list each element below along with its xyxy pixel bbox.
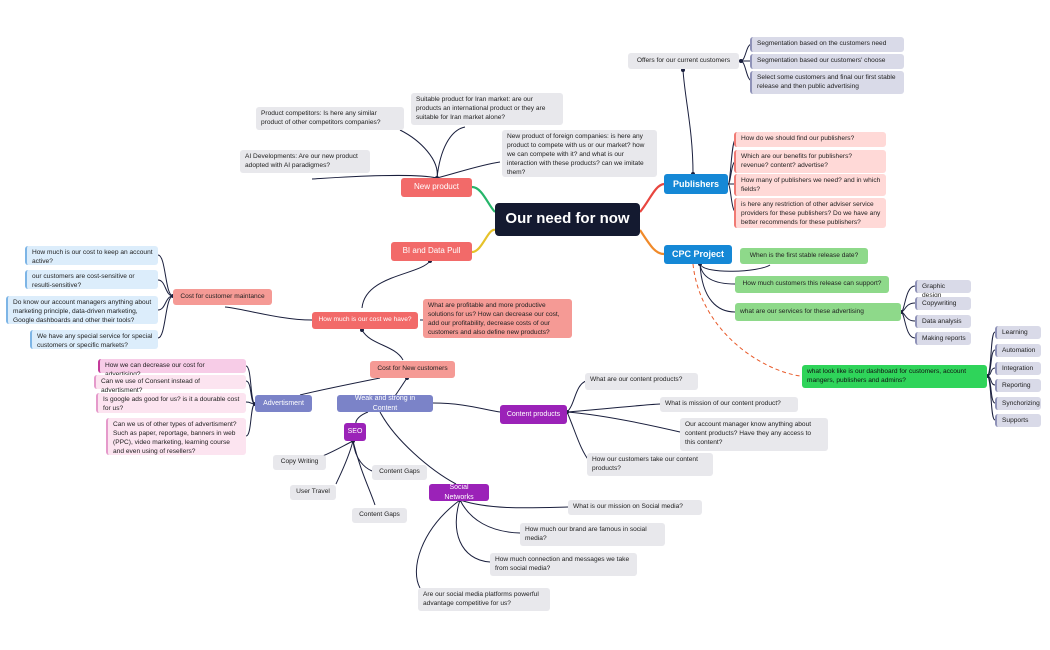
services-node[interactable]: what are our services for these advertis…: [735, 303, 901, 321]
advertisment-question[interactable]: Is google ads good for us? is it a doura…: [96, 393, 246, 413]
service-item[interactable]: Making reports: [915, 332, 971, 345]
content-question[interactable]: Our account manager know anything about …: [680, 418, 828, 451]
advertisment-node[interactable]: Advertisment: [255, 395, 312, 412]
dashboard-node[interactable]: what look like is our dashboard for cust…: [802, 365, 987, 388]
social-question[interactable]: What is our mission on Social media?: [568, 500, 702, 515]
publishers-node[interactable]: Publishers: [664, 174, 728, 194]
dashboard-item[interactable]: Reporting: [995, 379, 1041, 392]
central-topic[interactable]: Our need for now: [495, 203, 640, 236]
content-question[interactable]: What are our content products?: [585, 373, 698, 390]
offer-item[interactable]: Select some customers and final our firs…: [750, 71, 904, 94]
dashboard-item[interactable]: Supports: [995, 414, 1041, 427]
offer-item[interactable]: Segmentation based our customers' choose: [750, 54, 904, 69]
foreign-products-node[interactable]: New product of foreign companies: is her…: [502, 130, 657, 177]
seo-item[interactable]: Content Gaps: [372, 465, 427, 480]
maintance-question[interactable]: How much is our cost to keep an account …: [25, 246, 158, 265]
social-question[interactable]: Are our social media platforms powerful …: [418, 588, 550, 611]
seo-item[interactable]: User Travel: [290, 485, 336, 500]
cost-we-have-node[interactable]: How much is our cost we have?: [312, 312, 418, 329]
publishers-question[interactable]: Which are our benefits for publishers? r…: [734, 150, 886, 173]
seo-item[interactable]: Copy Writing: [273, 455, 326, 470]
service-item[interactable]: Copywriting: [915, 297, 971, 310]
new-customers-cost-node[interactable]: Cost for New customers: [370, 361, 455, 378]
dashboard-item[interactable]: Automation: [995, 344, 1041, 357]
advertisment-question[interactable]: Can we us of other types of advertisment…: [106, 418, 246, 455]
offer-item[interactable]: Segmentation based on the customers need: [750, 37, 904, 52]
social-networks-node[interactable]: Social Networks: [429, 484, 489, 501]
new-product-node[interactable]: New product: [401, 178, 472, 197]
social-question[interactable]: How much connection and messages we take…: [490, 553, 637, 576]
offers-node[interactable]: Offers for our current customers: [628, 53, 739, 69]
weak-strong-content-node[interactable]: Weak and strong in Content: [337, 395, 433, 412]
social-question[interactable]: How much our brand are famous in social …: [520, 523, 665, 546]
cpc-project-node[interactable]: CPC Project: [664, 245, 732, 264]
customer-maintance-node[interactable]: Cost for customer maintance: [173, 289, 272, 305]
publishers-question[interactable]: How many of publishers we need? and in w…: [734, 174, 886, 196]
publishers-question[interactable]: How do we should find our publishers?: [734, 132, 886, 147]
advertisment-question[interactable]: How we can decrease our cost for adverti…: [98, 359, 246, 378]
product-competitors-node[interactable]: Product competitors: Is here any similar…: [256, 107, 404, 130]
suitable-product-node[interactable]: Suitable product for Iran market: are ou…: [411, 93, 563, 125]
maintance-question[interactable]: our customers are cost-sensitive or resu…: [25, 270, 158, 289]
dashboard-item[interactable]: Synchorizing: [995, 397, 1041, 410]
maintance-question[interactable]: Do know our account managers anything ab…: [6, 296, 158, 324]
ai-developments-node[interactable]: AI Developments: Are our new product ado…: [240, 150, 370, 173]
maintance-question[interactable]: We have any special service for special …: [30, 330, 158, 349]
dashboard-item[interactable]: Integration: [995, 362, 1041, 375]
advertisment-question[interactable]: Can we use of Consent instead of adverti…: [94, 375, 246, 394]
seo-item[interactable]: Content Gaps: [352, 508, 407, 523]
bi-data-pull-node[interactable]: BI and Data Pull: [391, 242, 472, 261]
content-question[interactable]: How our customers take our content produ…: [587, 453, 713, 476]
content-products-node[interactable]: Content products: [500, 405, 567, 424]
profitable-solutions-node[interactable]: What are profitable and more productive …: [423, 299, 572, 338]
service-item[interactable]: Graphic design: [915, 280, 971, 299]
dashboard-item[interactable]: Learning: [995, 326, 1041, 339]
first-release-node[interactable]: When is the first stable release date?: [740, 248, 868, 264]
publishers-question[interactable]: is here any restriction of other adviser…: [734, 198, 886, 228]
seo-node[interactable]: SEO: [344, 423, 366, 441]
service-item[interactable]: Data analysis: [915, 315, 971, 328]
release-support-node[interactable]: How much customers this release can supp…: [735, 276, 889, 293]
content-question[interactable]: What is mission of our content product?: [660, 397, 798, 412]
